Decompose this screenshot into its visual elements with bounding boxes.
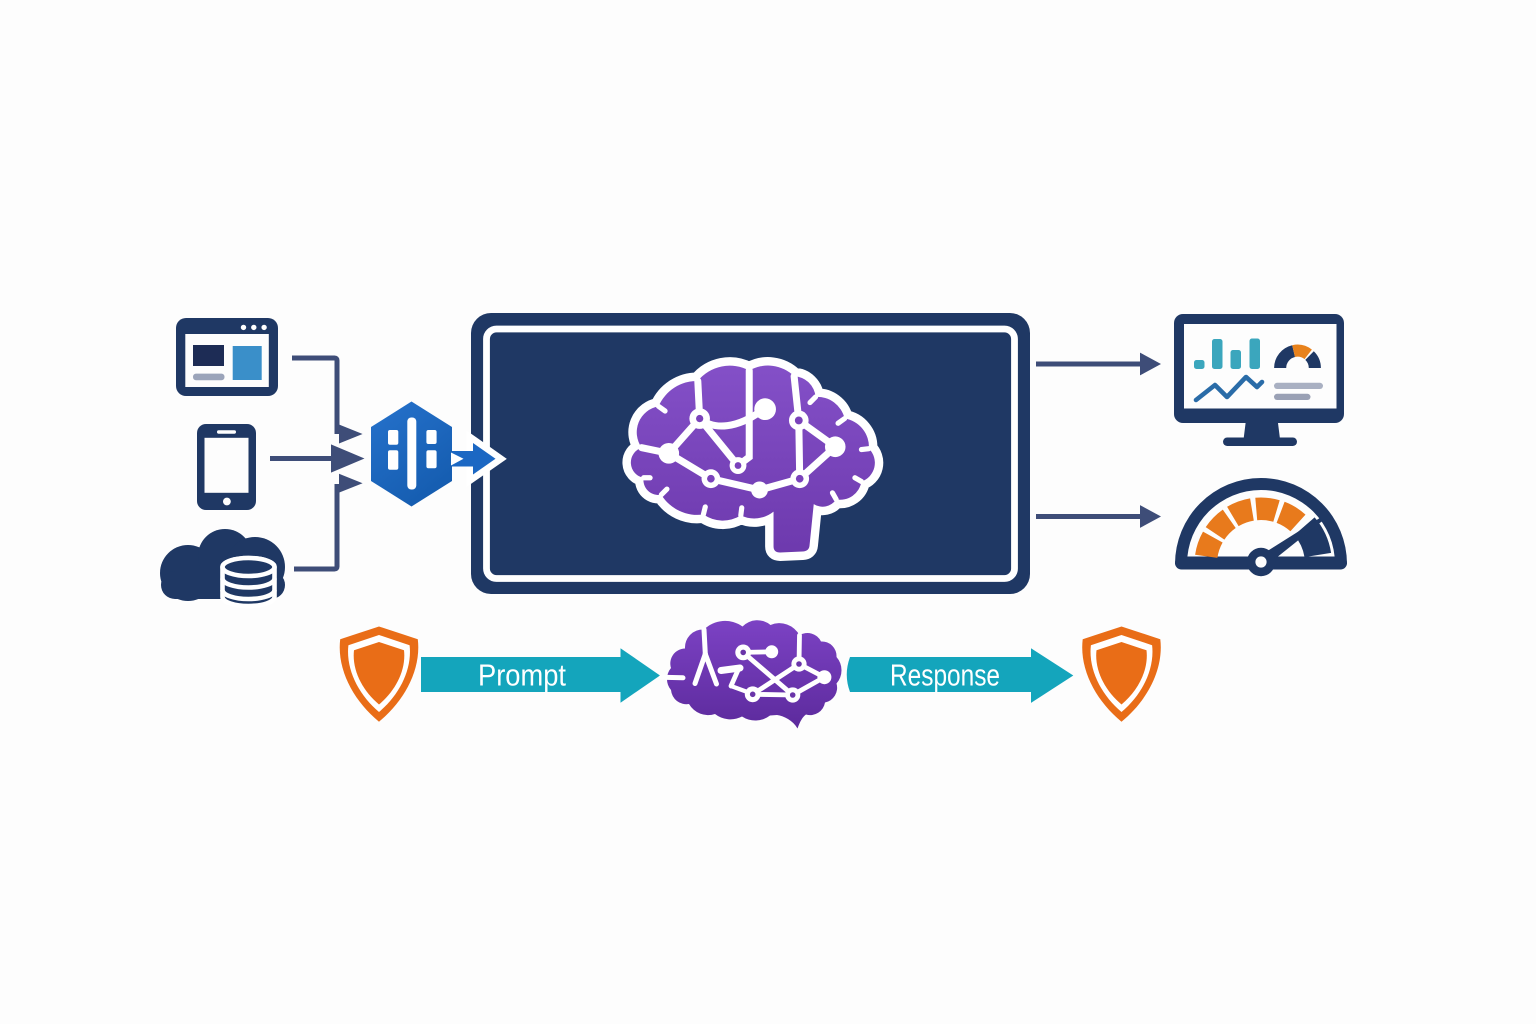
svg-text:Prompt: Prompt	[478, 658, 566, 693]
svg-text:Response: Response	[890, 658, 1000, 693]
